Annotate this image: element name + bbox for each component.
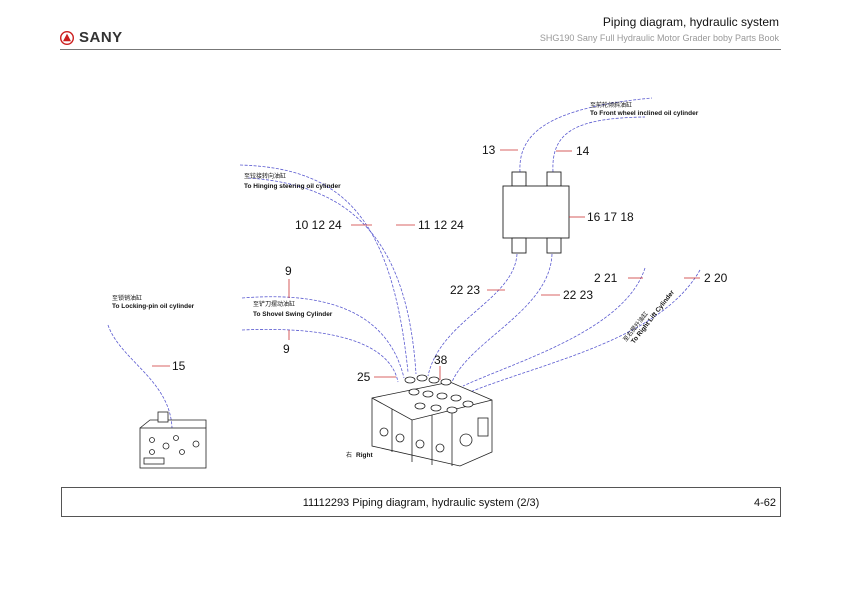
- brand-name: SANY: [79, 29, 123, 46]
- valve-spools: [379, 374, 489, 453]
- annotation-hinging-en: To Hinging steering oil cylinder: [244, 183, 341, 190]
- label-10-12-24: 10 12 24: [295, 218, 342, 232]
- annotation-right-cn: 右: [346, 451, 352, 459]
- hose-right-lift-1: [462, 267, 646, 387]
- annotation-shovel-en: To Shovel Swing Cylinder: [253, 311, 333, 318]
- page-subtitle: SHG190 Sany Full Hydraulic Motor Grader …: [539, 33, 779, 43]
- control-valve-stack: [371, 374, 493, 467]
- hose-front-wheel-right: [552, 116, 646, 173]
- hose-valve-block-right: [451, 253, 553, 383]
- leader-lines: [152, 149, 700, 380]
- annotation-right-lift-en: To Right Lift Cylinder: [630, 289, 676, 345]
- label-22-23-right: 22 23: [563, 288, 593, 302]
- hose-hinging-2: [247, 177, 417, 375]
- sany-logo-icon: [60, 30, 74, 45]
- annotation-shovel-cn: 至铲刀摆动油缸: [253, 300, 295, 308]
- page-title: Piping diagram, hydraulic system: [602, 15, 779, 29]
- annotation-locking-en: To Locking-pin oil cylinder: [112, 303, 195, 310]
- label-15: 15: [172, 359, 186, 373]
- annotation-front-wheel-en: To Front wheel inclined oil cylinder: [590, 110, 699, 117]
- figure-caption: 11112293 Piping diagram, hydraulic syste…: [302, 497, 540, 509]
- label-2-20: 2 20: [704, 271, 728, 285]
- header-divider: [60, 49, 781, 50]
- annotation-locking-cn: 至锁销油缸: [112, 294, 142, 302]
- annotation-hinging-cn: 至铰接转向油缸: [244, 172, 286, 180]
- hose-valve-block-left: [427, 253, 518, 377]
- page-number: 4-62: [753, 497, 776, 509]
- hose-hinging-1: [239, 164, 409, 373]
- label-11-12-24: 11 12 24: [418, 218, 464, 232]
- label-38: 38: [434, 353, 448, 367]
- hose-lines: [107, 97, 701, 429]
- locking-pin-valve: [139, 411, 207, 469]
- label-9-bottom: 9: [283, 342, 290, 356]
- hose-locking-pin: [107, 324, 173, 429]
- label-14: 14: [576, 144, 590, 158]
- label-13: 13: [482, 143, 496, 157]
- label-2-21: 2 21: [594, 271, 618, 285]
- valve-block: [502, 171, 570, 254]
- label-22-23-left: 22 23: [450, 283, 480, 297]
- label-9-top: 9: [285, 264, 292, 278]
- sany-logo: SANY: [60, 29, 123, 46]
- annotation-front-wheel-cn: 至前轮倾斜油缸: [590, 101, 632, 109]
- annotation-right-en: Right: [356, 452, 373, 459]
- hose-shovel-2: [241, 329, 399, 383]
- footer-caption-box: 11112293 Piping diagram, hydraulic syste…: [61, 487, 781, 517]
- label-16-17-18: 16 17 18: [587, 210, 634, 224]
- hose-shovel-1: [241, 296, 405, 379]
- label-25: 25: [357, 370, 371, 384]
- hose-front-wheel-left: [519, 97, 653, 173]
